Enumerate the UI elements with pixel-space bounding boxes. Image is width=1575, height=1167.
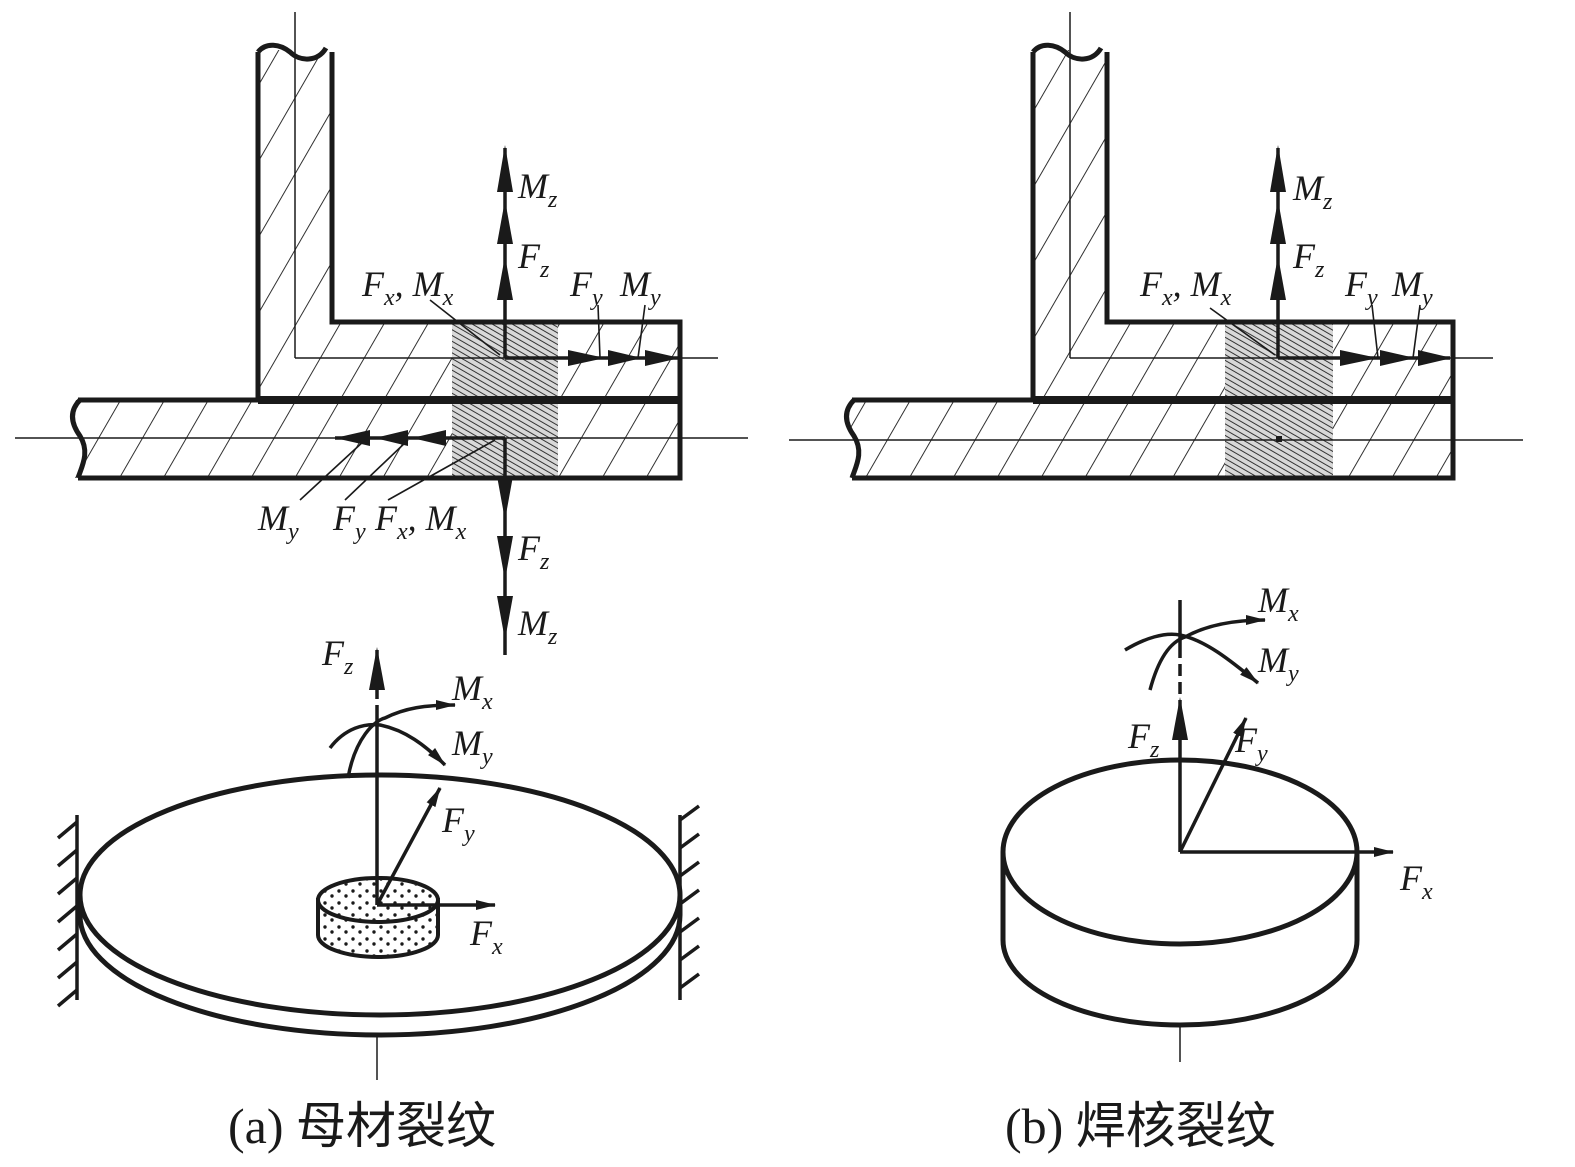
label-fz: Fz	[1127, 716, 1160, 763]
label-my: My	[1391, 264, 1433, 311]
base-metal-hatching	[850, 50, 1453, 478]
arrow-my	[328, 722, 447, 767]
fixed-support-left	[56, 815, 79, 1008]
label-fx-mx-top: Fx, Mx	[361, 264, 454, 311]
label-mz-bottom: Mz	[517, 603, 558, 650]
label-fy: Fy	[1234, 720, 1268, 767]
label-my-top: My	[619, 264, 661, 311]
panel-a-model	[56, 647, 701, 1080]
label-fz: Fz	[1292, 236, 1325, 283]
panel-a-model-labels: Fz Mx My Fy Fx	[321, 633, 503, 960]
label-mz: Mz	[1292, 168, 1333, 215]
arrowheads-down	[497, 476, 513, 640]
label-fz-top: Fz	[517, 236, 550, 283]
arrowheads-up	[497, 145, 513, 300]
lower-sheet-outline	[78, 397, 683, 481]
label-mx: Mx	[1257, 580, 1299, 627]
label-my: My	[1257, 640, 1299, 687]
upper-sheet-outline	[1030, 52, 1456, 400]
label-mz-top: Mz	[517, 166, 558, 213]
label-fz: Fz	[321, 633, 354, 680]
circular-plate	[77, 772, 683, 1018]
label-my: My	[451, 723, 493, 770]
arrow-mx	[1148, 615, 1266, 691]
panel-a-section	[15, 12, 748, 655]
arrow-fy	[1178, 717, 1248, 853]
arrow-mx	[346, 700, 456, 779]
label-fx-mx: Fx, Mx	[1139, 264, 1232, 311]
plate-side	[77, 895, 683, 1038]
lower-sheet-outline	[852, 397, 1456, 481]
label-fy-top: Fy	[569, 264, 603, 311]
fixed-support-right	[678, 804, 701, 1000]
arrowhead-fz	[369, 647, 385, 690]
break-line-top	[256, 42, 329, 62]
caption-b: (b) 焊核裂纹	[1005, 1098, 1276, 1154]
label-fx: Fx	[469, 913, 503, 960]
caption-a: (a) 母材裂纹	[228, 1098, 496, 1154]
leader-lines	[299, 299, 646, 501]
panel-b-model	[1000, 600, 1394, 1062]
label-mx: Mx	[451, 668, 493, 715]
arrowheads-up	[1270, 145, 1286, 300]
break-line-left	[844, 398, 862, 479]
label-fy: Fy	[441, 800, 475, 847]
arrowhead-fz	[1172, 697, 1188, 740]
arrow-fy	[375, 787, 442, 906]
panel-a-section-labels: Mz Fz Fx, Mx Fy My My Fy Fx, Mx Fz Mz	[257, 166, 661, 650]
leader-lines	[1209, 304, 1421, 359]
label-fx: Fx	[1399, 858, 1433, 905]
label-my-bottom: My	[257, 498, 299, 545]
panel-b-model-labels: Mx My Fz Fy Fx	[1127, 580, 1433, 905]
arrowheads-right	[568, 350, 680, 366]
break-line-left	[70, 398, 88, 479]
center-point	[1276, 436, 1282, 442]
break-line-top	[1031, 42, 1104, 62]
panel-b-section-labels: Mz Fz Fx, Mx Fy My	[1139, 168, 1433, 311]
label-fx-mx-bottom: Fx, Mx	[374, 498, 467, 545]
arrow-my	[1124, 632, 1260, 685]
arrowheads-right	[1340, 350, 1452, 366]
label-fy-bottom: Fy	[332, 498, 366, 545]
label-fz-bottom: Fz	[517, 528, 550, 575]
nugget-cylinder-side	[1000, 852, 1360, 1028]
panel-b-section	[789, 12, 1523, 481]
label-fy: Fy	[1344, 264, 1378, 311]
